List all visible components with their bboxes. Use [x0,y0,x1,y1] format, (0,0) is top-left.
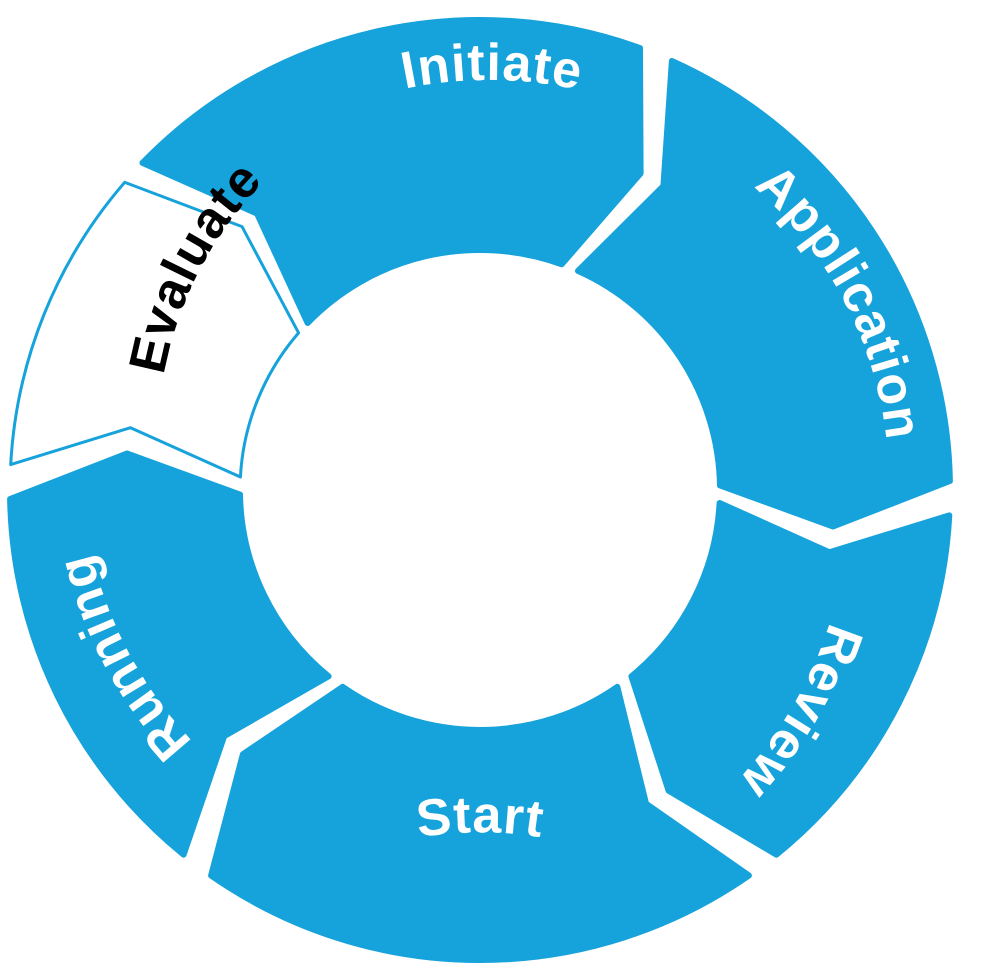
segment-review [628,500,953,858]
segments-layer [7,17,953,964]
label-initiate: Initiate [396,34,587,102]
label-initiate-text: Initiate [396,34,586,102]
segment-running [7,450,332,858]
segment-application [575,58,953,530]
segment-evaluate [9,180,301,479]
segment-initiate [139,17,644,326]
segment-start [208,683,752,964]
label-start-text: Start [413,786,547,849]
label-start: Start [413,786,548,849]
